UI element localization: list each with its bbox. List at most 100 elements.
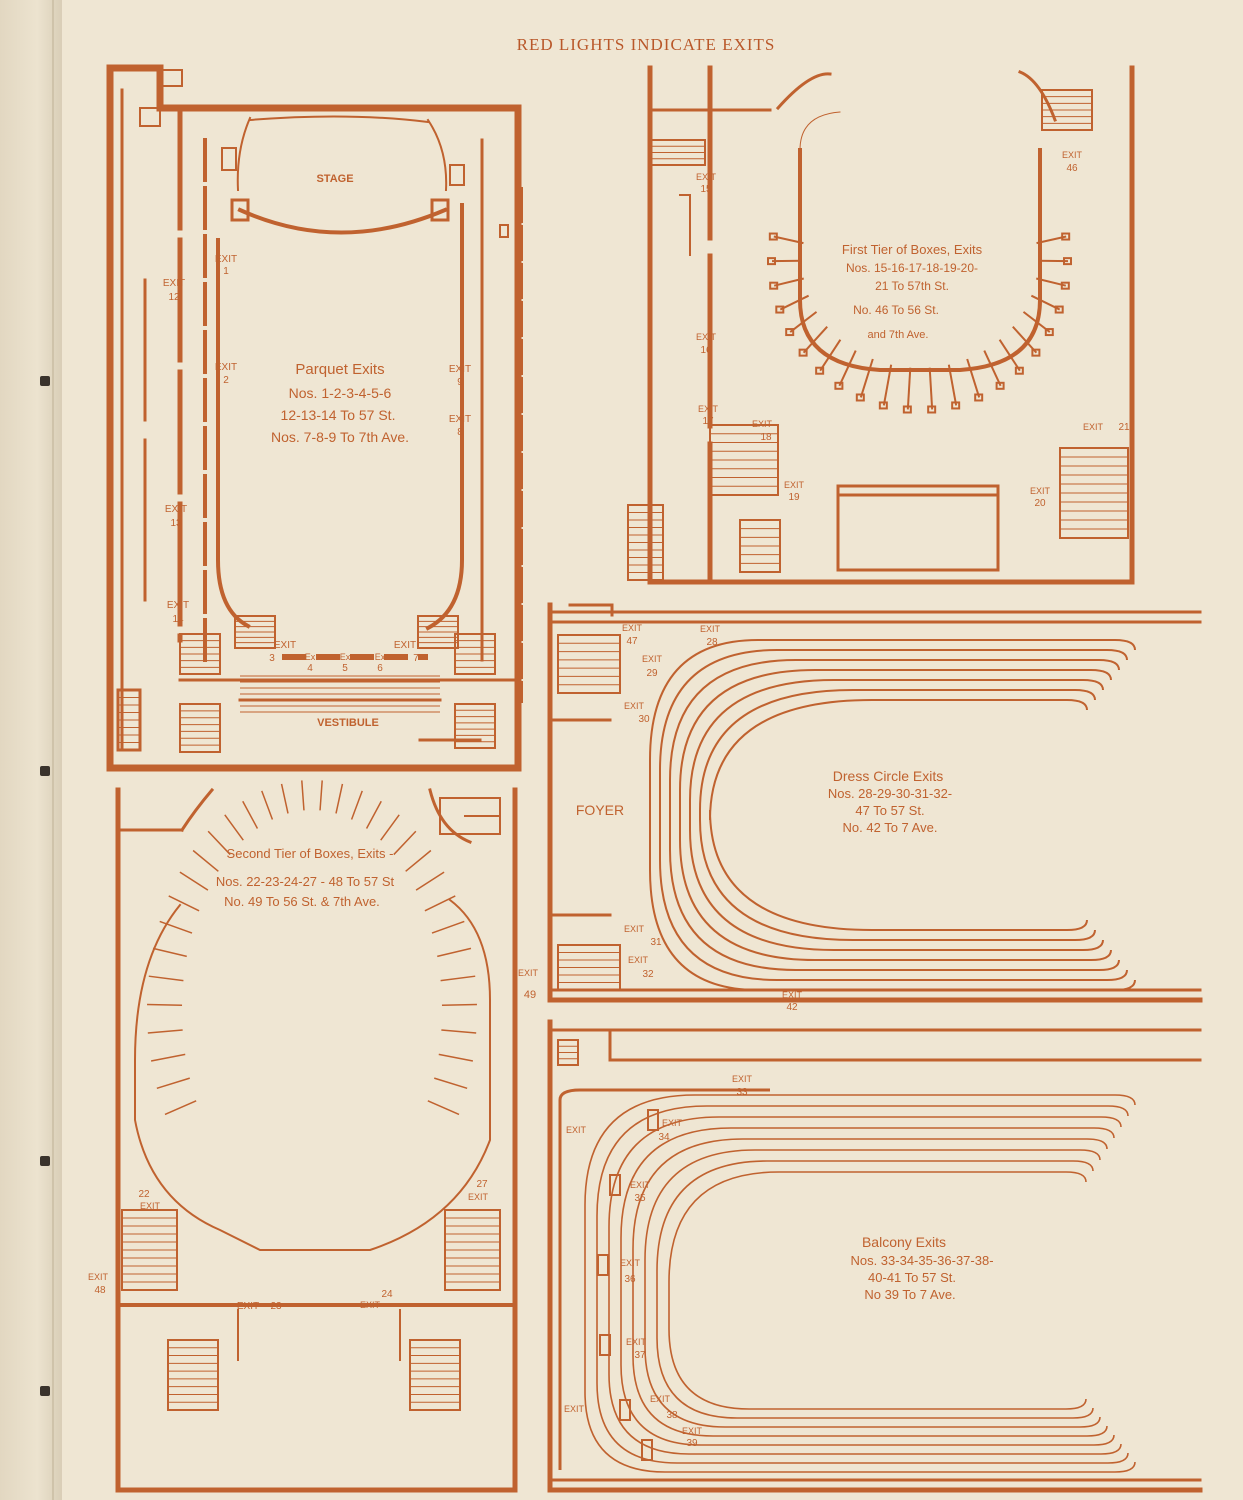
exit-number: 5 (342, 663, 348, 674)
exit-number: 18 (760, 432, 772, 443)
exit-number: 35 (634, 1193, 646, 1204)
box-partition (966, 358, 981, 398)
exit-word: EXIT (662, 1118, 683, 1128)
seat-row-arc (632, 1138, 1108, 1437)
box-seat (927, 405, 937, 414)
box-seat (1060, 281, 1070, 290)
exit-number: 42 (786, 1002, 798, 1013)
box-partition (168, 895, 200, 912)
exit-number: 3 (269, 653, 275, 664)
box-partition (159, 920, 193, 934)
exit-word: EXIT (624, 924, 645, 934)
exit-number: 28 (706, 637, 718, 648)
box-seat (995, 381, 1005, 390)
page-labels: RED LIGHTS INDICATE EXITS STAGE VESTIBUL… (216, 35, 994, 1302)
box-partition (983, 350, 1002, 387)
staple-icon (40, 766, 50, 776)
box-partition (437, 947, 472, 958)
exit-word: EXIT (732, 1074, 753, 1084)
seat-row-arc (668, 1171, 1087, 1410)
box-seat (1044, 328, 1054, 337)
exit-number: 19 (788, 492, 800, 503)
exit-markers: EXIT 1 EXIT 2 EXIT 3 Ex 4 Ex 5 Ex 6 EXIT… (88, 150, 1130, 1449)
box-partition (350, 790, 363, 820)
box-partition (773, 235, 804, 245)
box-partition (906, 367, 912, 410)
ex-word: Ex (340, 652, 351, 662)
exit-word: EXIT (274, 640, 296, 651)
exit-word: EXIT (698, 404, 719, 414)
box-partition (882, 364, 893, 406)
box-seat (1062, 257, 1072, 266)
seat-row-arc (679, 669, 1112, 961)
exit-word: EXIT (628, 955, 649, 965)
exit-number: 31 (650, 937, 662, 948)
box-partition (779, 294, 810, 311)
box-seat (855, 393, 865, 402)
exit-word: EXIT (642, 654, 663, 664)
dress-circle-line-4: No. 42 To 7 Ave. (843, 820, 938, 835)
box-seat (1031, 348, 1041, 357)
exit-word: EXIT (518, 968, 539, 978)
stage-label: STAGE (316, 173, 353, 185)
exit-number: 8 (457, 427, 463, 438)
exit-word: EXIT (752, 419, 773, 429)
staple-icon (40, 1386, 50, 1396)
exit-number: 46 (1066, 163, 1078, 174)
exit-number: 32 (642, 969, 654, 980)
exit-word: EXIT (167, 600, 189, 611)
seat-row-arc (689, 679, 1104, 951)
box-seat (647, 1109, 659, 1131)
exit-word: EXIT (215, 362, 237, 373)
exit-number: 48 (94, 1285, 106, 1296)
exit-number: 14 (172, 614, 184, 625)
box-partition (405, 849, 432, 872)
box-partition (152, 947, 187, 958)
exit-word: EXIT (449, 414, 471, 425)
seat-row-arc (584, 1094, 1136, 1473)
box-seat (767, 257, 777, 266)
box-partition (156, 1077, 190, 1090)
box-partition (393, 830, 417, 856)
seat-row-arc (649, 639, 1136, 991)
second-tier-line-1: Second Tier of Boxes, Exits - (227, 846, 394, 861)
box-seat (974, 393, 984, 402)
exit-number: 34 (658, 1132, 670, 1143)
box-partition (150, 1053, 186, 1062)
seat-row-arc (669, 659, 1120, 971)
exit-word: EXIT (163, 278, 185, 289)
box-partition (261, 790, 274, 820)
box-seat (785, 328, 795, 337)
box-partition (789, 311, 818, 333)
box-partition (998, 339, 1021, 372)
box-seat (815, 366, 825, 375)
box-seat (798, 348, 808, 357)
balcony-line-3: 40-41 To 57 St. (868, 1270, 956, 1285)
exit-word: EXIT (1062, 150, 1083, 160)
dress-circle-line-3: 47 To 57 St. (855, 803, 924, 818)
box-partition (928, 367, 934, 410)
box-partition (319, 780, 323, 811)
second-tier-line-3: No. 49 To 56 St. & 7th Ave. (224, 894, 380, 909)
seat-row-arc (644, 1149, 1101, 1428)
exit-word: EXIT (1030, 486, 1051, 496)
exit-number: 16 (700, 345, 712, 356)
balcony-line-1: Balcony Exits (862, 1234, 946, 1250)
box-seat (768, 232, 778, 241)
exit-number: 49 (524, 989, 536, 1001)
box-seat (775, 305, 785, 314)
box-seat (1054, 305, 1064, 314)
box-partition (424, 895, 456, 912)
ex-word: Ex (305, 652, 316, 662)
box-seat (619, 1399, 631, 1421)
exit-word: EXIT (140, 1201, 161, 1211)
exit-number: 24 (381, 1289, 393, 1300)
box-partition (224, 814, 244, 841)
exit-number: 15 (700, 184, 712, 195)
exit-word: EXIT (696, 332, 717, 342)
exit-number: 33 (736, 1087, 748, 1098)
box-partition (147, 1029, 183, 1034)
parquet-line-1: Nos. 1-2-3-4-5-6 (289, 385, 392, 401)
exit-word: EXIT (566, 1125, 587, 1135)
